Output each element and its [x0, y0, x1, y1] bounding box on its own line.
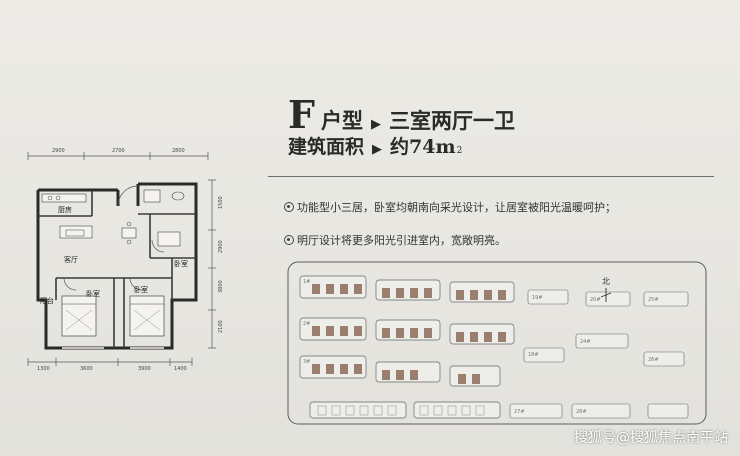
unit-type-label: 户型 [320, 109, 363, 133]
dim-top-1: 2900 [52, 148, 65, 154]
room-bedroom-mid: 卧室 [134, 285, 148, 294]
watermark: 搜狐号@搜狐焦点南平站 [574, 430, 728, 446]
unit-type-title: F 户型 ▶ 三室两厅一卫 [288, 92, 515, 137]
building-label-3: 3# [303, 359, 310, 365]
dim-right-1: 1500 [218, 196, 224, 209]
bullet-circle-icon [284, 202, 294, 212]
feature-item-2: 明厅设计将更多阳光引进室内，宽敞明亮。 [284, 232, 506, 248]
area-value: 约74m [390, 136, 456, 158]
room-bedroom-right: 卧室 [174, 259, 188, 268]
room-living: 客厅 [64, 255, 78, 264]
dim-right-4: 2100 [218, 320, 224, 333]
dim-bottom-1: 1300 [37, 366, 50, 372]
building-label-19: 19# [532, 295, 543, 301]
building-label-27: 27# [514, 409, 525, 415]
dim-top-3: 2800 [172, 148, 185, 154]
site-plan: 1# 2# 3# 18# 19# 20# 24# 25# 26# 27# 28#… [287, 261, 707, 425]
compass-arrow-icon [600, 288, 612, 302]
area-unit-superscript: 2 [456, 146, 463, 156]
building-label-26: 26# [648, 357, 659, 363]
room-bedroom-left: 卧室 [86, 289, 100, 298]
building-label-28: 28# [576, 409, 587, 415]
building-label-25: 25# [648, 297, 659, 303]
building-label-18: 18# [528, 352, 539, 358]
room-balcony: 阳台 [40, 296, 54, 305]
dim-bottom-2: 3600 [80, 366, 93, 372]
room-kitchen: 厨房 [58, 205, 72, 214]
dim-right-3: 3800 [218, 280, 224, 293]
dim-right-2: 2900 [218, 240, 224, 253]
area-label: 建筑面积 [288, 136, 365, 158]
building-label-20: 20# [590, 297, 601, 303]
unit-letter: F [288, 92, 315, 137]
feature-text-2: 明厅设计将更多阳光引进室内，宽敞明亮。 [297, 234, 506, 247]
bullet-circle-icon [284, 235, 294, 245]
dim-bottom-4: 1400 [174, 366, 187, 372]
triangle-right-icon: ▶ [370, 117, 381, 132]
dim-bottom-3: 3900 [138, 366, 151, 372]
divider-line [268, 176, 714, 177]
building-label-1: 1# [303, 279, 310, 285]
building-label-2: 2# [303, 321, 310, 327]
building-label-24: 24# [580, 339, 591, 345]
feature-item-1: 功能型小三居，卧室均朝南向采光设计，让居室被阳光温暖呵护； [284, 199, 616, 215]
dim-top-2: 2700 [112, 148, 125, 154]
compass-north-label: 北 [602, 277, 610, 286]
feature-text-1: 功能型小三居，卧室均朝南向采光设计，让居室被阳光温暖呵护； [297, 201, 616, 214]
triangle-right-icon: ▶ [372, 142, 383, 157]
unit-type-value: 三室两厅一卫 [388, 109, 515, 133]
